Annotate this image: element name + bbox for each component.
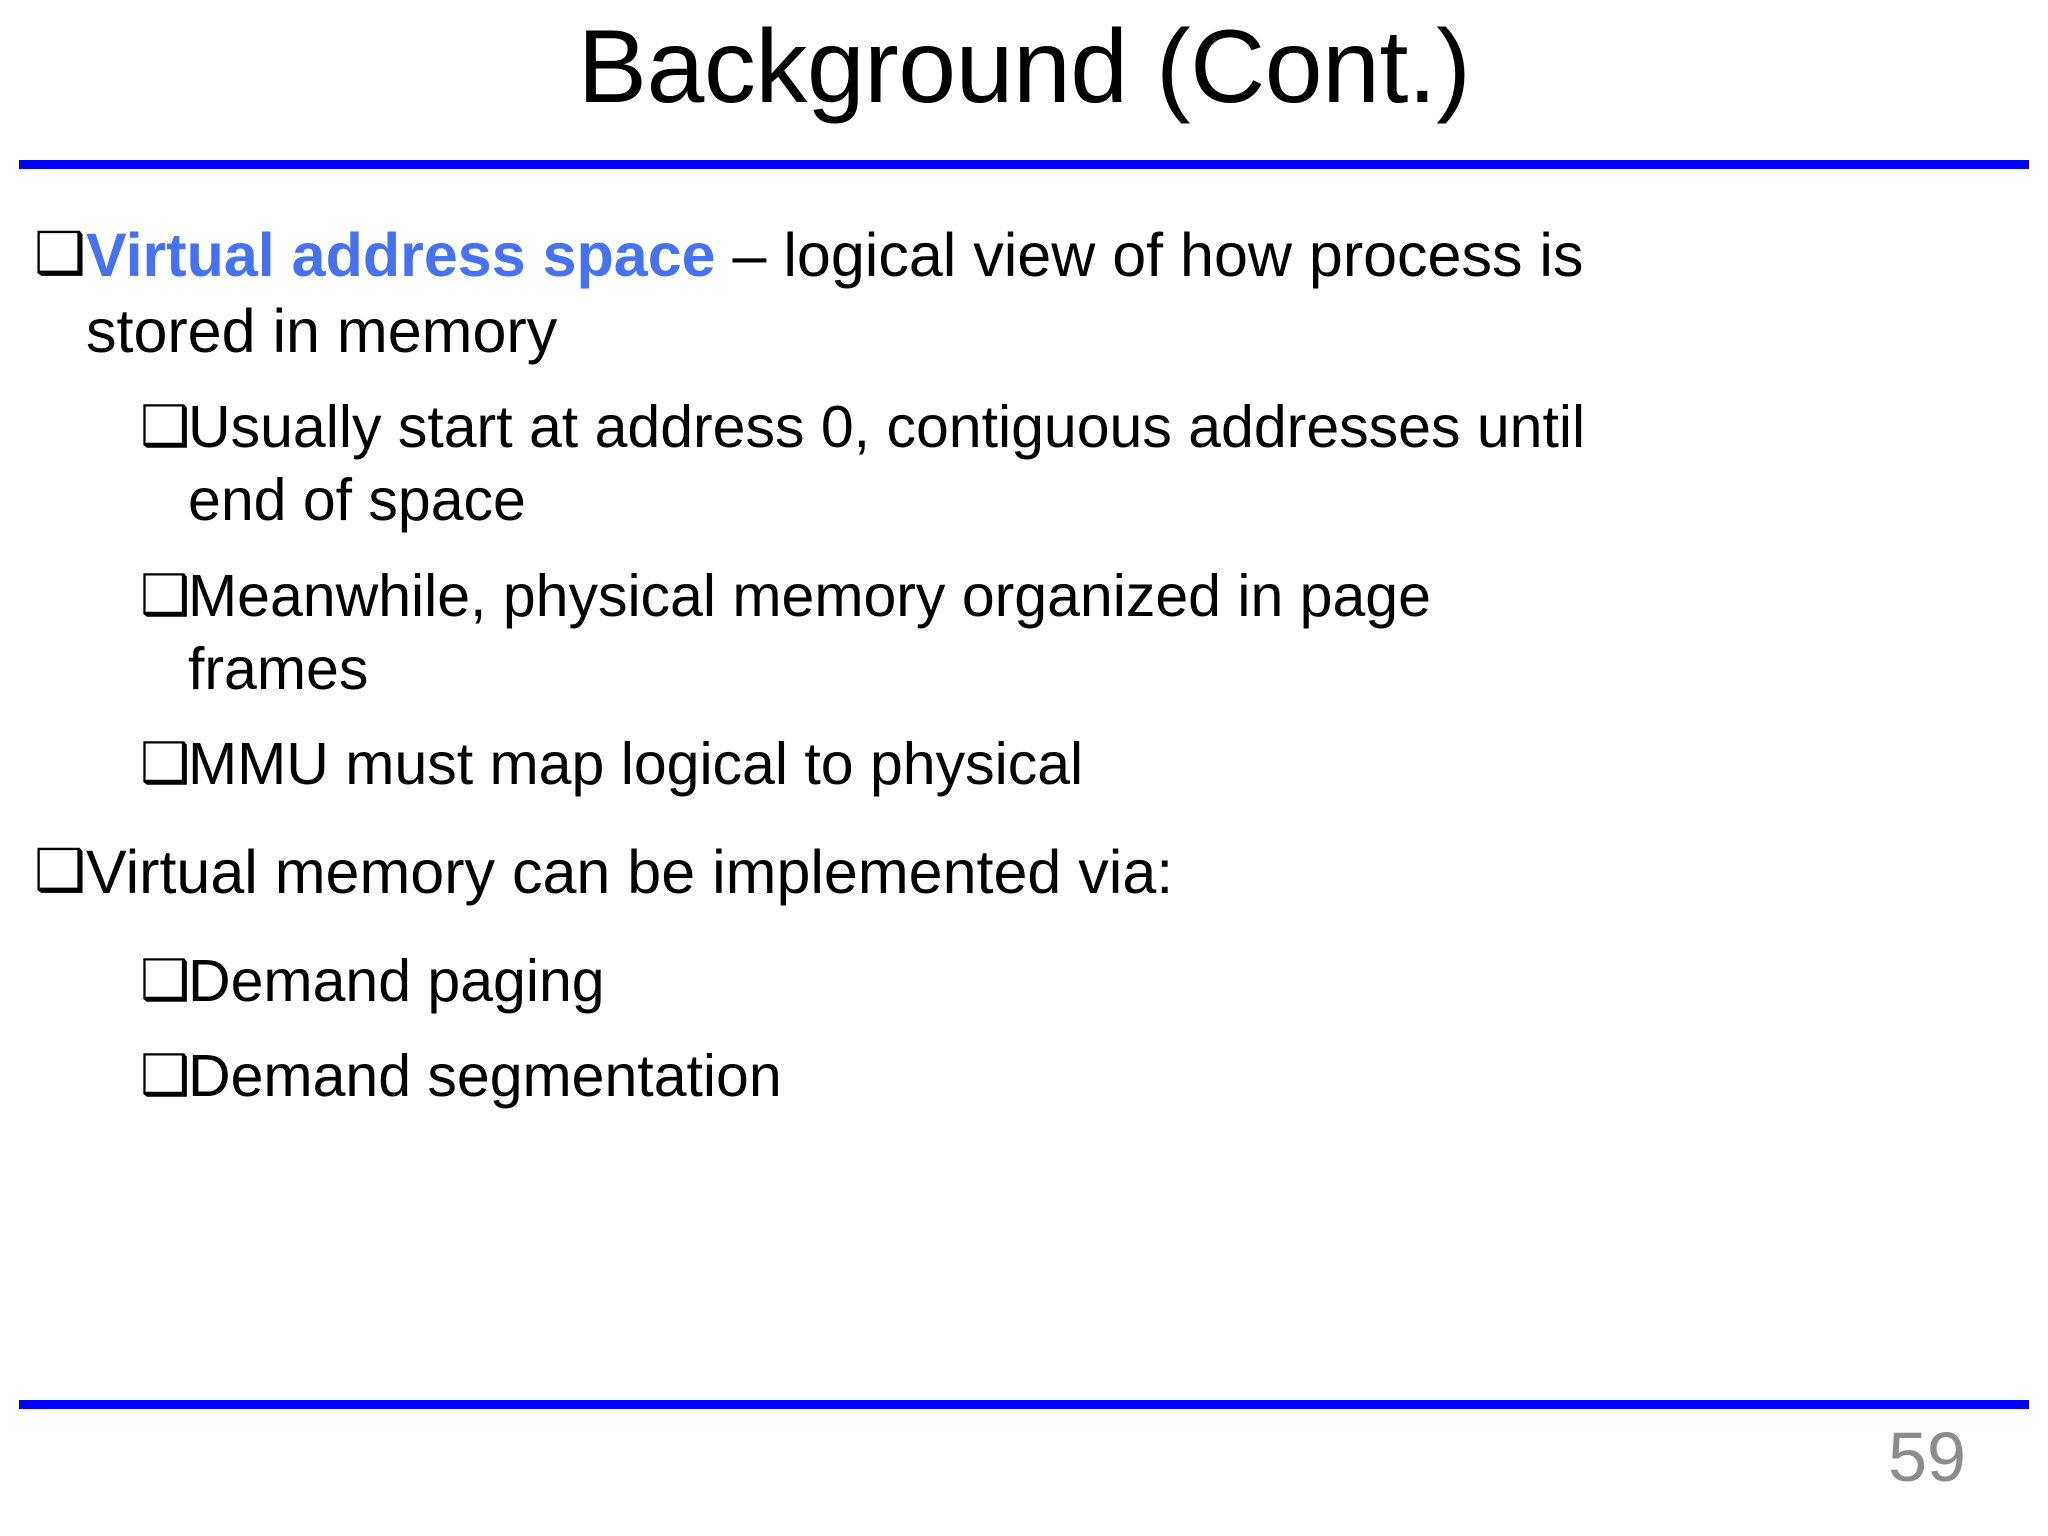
bullet-marker-icon: ❑ <box>140 562 191 626</box>
spacer <box>0 542 2048 560</box>
bullet-item-usually-start-at-address-0: ❑ Usually start at address 0, contiguous… <box>0 391 2048 537</box>
bullet-item-demand-paging: ❑ Demand paging <box>0 945 2048 1018</box>
footer-divider-rule-bottom <box>19 1400 2029 1409</box>
bullet-continuation: end of space <box>188 467 526 534</box>
bullet-item-virtual-address-space: ❑ Virtual address space – logical view o… <box>0 218 2048 369</box>
bullet-line: Meanwhile, physical memory organized in … <box>188 562 1431 629</box>
spacer <box>0 1022 2048 1040</box>
bullet-item-mmu-must-map: ❑ MMU must map logical to physical <box>0 728 2048 801</box>
bullet-text: Virtual address space – logical view of … <box>86 218 2020 369</box>
bullet-line: Usually start at address 0, contiguous a… <box>188 394 1586 461</box>
bullet-rest: – logical view of how process is <box>715 221 1584 289</box>
title-divider-rule-top <box>19 160 2029 169</box>
bullet-marker-icon: ❑ <box>34 838 86 904</box>
bullet-text: Usually start at address 0, contiguous a… <box>188 391 2020 537</box>
spacer <box>0 373 2048 391</box>
bullet-text: Meanwhile, physical memory organized in … <box>188 560 2020 706</box>
spacer <box>0 915 2048 945</box>
slide-body: ❑ Virtual address space – logical view o… <box>0 218 2048 1117</box>
bullet-keyword: Virtual address space <box>86 221 716 289</box>
bullet-marker-icon: ❑ <box>140 1042 191 1106</box>
bullet-marker-icon: ❑ <box>34 221 86 286</box>
bullet-marker-icon: ❑ <box>140 730 191 794</box>
bullet-continuation: frames <box>188 635 369 702</box>
page-number: 59 <box>1888 1418 1966 1496</box>
bullet-item-demand-segmentation: ❑ Demand segmentation <box>0 1040 2048 1113</box>
bullet-item-virtual-memory-implemented-via: ❑ Virtual memory can be implemented via: <box>0 835 2048 911</box>
bullet-text: MMU must map logical to physical <box>188 730 1084 797</box>
spacer <box>0 805 2048 835</box>
bullet-text: Demand paging <box>188 947 605 1014</box>
bullet-text: Virtual memory can be implemented via: <box>86 838 1174 907</box>
bullet-text: Demand segmentation <box>188 1042 782 1109</box>
spacer <box>0 710 2048 728</box>
bullet-marker-icon: ❑ <box>140 394 191 458</box>
page-title: Background (Cont.) <box>577 9 1471 125</box>
bullet-continuation: stored in memory <box>86 296 558 365</box>
bullet-item-meanwhile-physical-memory: ❑ Meanwhile, physical memory organized i… <box>0 560 2048 706</box>
bullet-marker-icon: ❑ <box>140 947 191 1011</box>
